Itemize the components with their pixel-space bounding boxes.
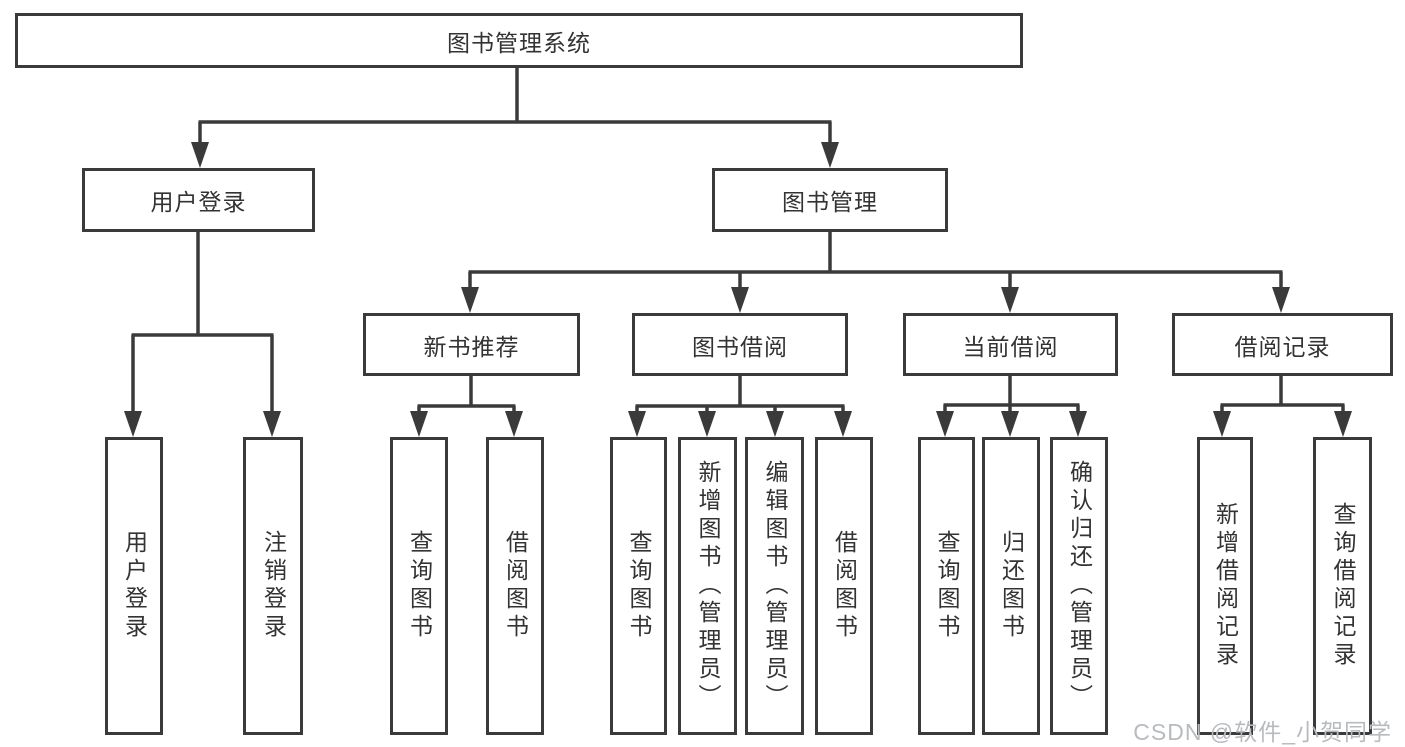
leaf-logout: 注销登录 (243, 437, 303, 735)
leaf-label: 查询图书 (934, 530, 960, 642)
leaf-bookborrow-add-books-admin: 新增图书（管理员） (678, 437, 737, 735)
leaf-bookborrow-borrow-books: 借阅图书 (815, 437, 873, 735)
node-borrow-records: 借阅记录 (1172, 313, 1393, 376)
arrowhead-down-icon (1001, 411, 1019, 437)
arrowhead-down-icon (1001, 287, 1019, 313)
node-new-book-recommend: 新书推荐 (363, 313, 580, 376)
node-label: 新书推荐 (423, 333, 520, 360)
leaf-currentborrow-return-books: 归还图书 (982, 437, 1040, 735)
arrowhead-down-icon (821, 142, 839, 168)
leaf-label: 新增借阅记录 (1212, 502, 1239, 670)
leaf-currentborrow-query-books: 查询图书 (918, 437, 975, 735)
leaf-label: 编辑图书（管理员） (762, 460, 788, 712)
leaf-label: 用户登录 (121, 530, 148, 642)
node-root-library-management-system: 图书管理系统 (15, 13, 1023, 68)
arrowhead-down-icon (505, 411, 523, 437)
arrowhead-down-icon (698, 411, 716, 437)
leaf-bookborrow-query-books: 查询图书 (610, 437, 667, 735)
leaf-label: 查询图书 (406, 530, 433, 642)
arrowhead-down-icon (731, 287, 749, 313)
leaf-newbook-borrow-books: 借阅图书 (486, 437, 544, 735)
arrowhead-down-icon (1272, 287, 1290, 313)
csdn-watermark: CSDN @软件_小贺同学 (1133, 719, 1392, 745)
node-label: 图书管理系统 (447, 29, 591, 56)
arrowhead-down-icon (410, 411, 428, 437)
arrowhead-down-icon (936, 411, 954, 437)
arrowhead-down-icon (1213, 411, 1231, 437)
arrowhead-down-icon (1069, 411, 1087, 437)
node-label: 借阅记录 (1234, 333, 1331, 360)
node-label: 用户登录 (150, 189, 247, 215)
leaf-label: 归还图书 (998, 530, 1025, 642)
leaf-bookborrow-edit-books-admin: 编辑图书（管理员） (745, 437, 804, 735)
node-label: 当前借阅 (962, 333, 1059, 360)
node-current-borrow: 当前借阅 (903, 313, 1118, 376)
arrowhead-down-icon (263, 411, 281, 437)
leaf-currentborrow-confirm-return-admin: 确认归还（管理员） (1050, 437, 1108, 735)
leaf-records-add-borrow-record: 新增借阅记录 (1197, 437, 1253, 735)
arrowhead-down-icon (834, 411, 852, 437)
leaf-records-query-borrow-record: 查询借阅记录 (1313, 437, 1372, 735)
node-label: 图书管理 (782, 189, 878, 215)
leaf-user-login: 用户登录 (105, 437, 163, 735)
arrowhead-down-icon (628, 411, 646, 437)
node-book-borrow: 图书借阅 (632, 313, 848, 376)
node-label: 图书借阅 (692, 333, 788, 360)
arrowhead-down-icon (766, 411, 784, 437)
arrowhead-down-icon (191, 142, 209, 168)
leaf-label: 借阅图书 (831, 530, 858, 642)
leaf-label: 查询图书 (626, 530, 652, 642)
leaf-newbook-query-books: 查询图书 (390, 437, 448, 735)
leaf-label: 借阅图书 (502, 530, 529, 642)
arrowhead-down-icon (1334, 411, 1352, 437)
node-user-login: 用户登录 (82, 168, 315, 232)
leaf-label: 查询借阅记录 (1330, 502, 1356, 670)
leaf-label: 新增图书（管理员） (695, 460, 721, 712)
arrowhead-down-icon (461, 287, 479, 313)
arrowhead-down-icon (124, 411, 142, 437)
node-book-management: 图书管理 (712, 168, 948, 232)
leaf-label: 确认归还（管理员） (1066, 460, 1093, 712)
leaf-label: 注销登录 (260, 530, 287, 642)
